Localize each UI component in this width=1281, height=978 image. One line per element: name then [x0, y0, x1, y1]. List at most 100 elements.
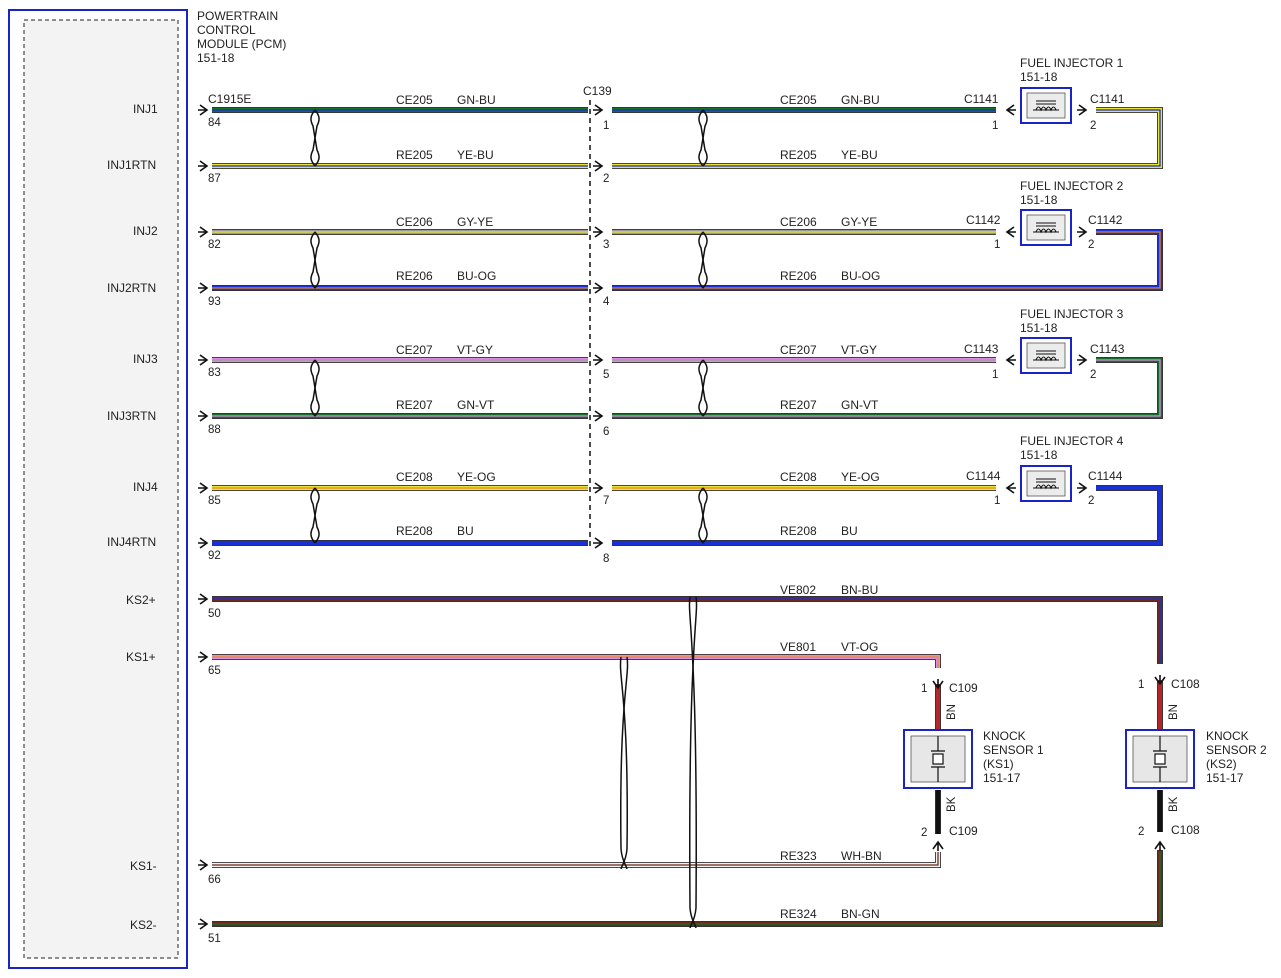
wire-color-label: GN-BU — [841, 93, 880, 107]
pin-name-inj4: INJ4 — [133, 480, 158, 494]
twist-ks1-pair-b — [620, 656, 629, 870]
knock-sensor-2-leads-icon — [1153, 736, 1167, 782]
circuit-id-label: CE206 — [396, 215, 433, 229]
circuit-id-label: RE324 — [780, 907, 817, 921]
wire-ve801-base — [212, 654, 941, 668]
circuit-id-label: CE205 — [396, 93, 433, 107]
ks1-pin-2: 2 — [921, 827, 927, 839]
injector-3-connector-right: C1143 — [1090, 342, 1125, 356]
twist-left-pair-3-b — [310, 359, 320, 417]
pcm-pin-arrow — [198, 410, 209, 422]
wire-color-label: BU-OG — [841, 269, 880, 283]
injector-4-connector-right: C1144 — [1088, 469, 1123, 483]
wire-ve802-stripe — [212, 598, 1161, 664]
left-segment-labels: CE205 GN-BU RE205 YE-BU CE206 GY-YE RE20… — [396, 93, 496, 538]
right-segment-labels: CE205 GN-BU RE205 YE-BU CE206 GY-YE RE20… — [780, 93, 882, 921]
c139-pin-number: 6 — [603, 426, 609, 438]
ks1-ref: 151-17 — [983, 771, 1021, 785]
circuit-id-label: VE801 — [780, 640, 816, 654]
injector-pin-arrow — [1077, 226, 1088, 238]
injector-2-body — [1026, 214, 1066, 241]
wire-re324-base — [212, 850, 1163, 927]
twist-ks1-pair-a — [619, 656, 628, 870]
ks2-title-line-2: SENSOR 2 — [1206, 743, 1267, 757]
knock-sensor-labels: KNOCK SENSOR 1 (KS1) 151-17 C109 C109 1 … — [921, 677, 1267, 839]
circuit-id-label: RE207 — [780, 398, 817, 412]
wire-color-label: BU — [457, 524, 474, 538]
injector-4-pin-2: 2 — [1088, 495, 1094, 507]
injector-4-connector-left: C1144 — [966, 469, 1001, 483]
pcm-pin-number: 82 — [208, 239, 221, 251]
pin-name-ks2-minus: KS2- — [130, 918, 157, 932]
injector-pin-arrow — [1077, 104, 1088, 116]
pcm-pin-arrow — [198, 537, 209, 549]
wire-re207-right-stripe — [612, 359, 1161, 417]
ks2-connector-bottom: C108 — [1171, 823, 1200, 837]
ks1-bottom-arrow — [932, 840, 944, 851]
pcm-pin-number: 84 — [208, 117, 221, 129]
ks1-wire-top-color: BN — [946, 704, 958, 720]
twist-right-pair-4-b — [698, 487, 708, 544]
c139-pin-arrow — [593, 537, 604, 549]
wire-re324-outline — [212, 850, 1163, 927]
ks2-wire-top-color: BN — [1168, 704, 1180, 720]
wire-re323-stripe — [212, 852, 939, 866]
pin-name-ks2-plus: KS2+ — [126, 593, 156, 607]
wire-re207-right-outline — [612, 357, 1163, 419]
wire-color-label: YE-OG — [457, 470, 496, 484]
twist-left-pair-4-b — [310, 487, 320, 544]
wire-re323-base — [212, 852, 941, 868]
pcm-pin-number: 87 — [208, 173, 221, 185]
ks1-wire-bottom-color: BK — [946, 796, 958, 812]
injector-3-body — [1026, 342, 1066, 369]
connector-arrows — [198, 104, 1166, 930]
c139-pin-arrow — [593, 482, 604, 494]
pcm-pin-number: 93 — [208, 296, 221, 308]
ks1-title-line-3: (KS1) — [983, 757, 1014, 771]
circuit-id-label: RE205 — [396, 148, 433, 162]
circuit-id-label: RE208 — [780, 524, 817, 538]
pcm-pin-number: 50 — [208, 608, 221, 620]
circuit-id-label: CE208 — [780, 470, 817, 484]
pin-name-inj3: INJ3 — [133, 352, 158, 366]
injector-1-coil-icon — [1035, 106, 1057, 112]
pin-name-inj1rtn: INJ1RTN — [107, 158, 156, 172]
wire-re206-right-base — [612, 229, 1163, 291]
pin-name-inj2: INJ2 — [133, 224, 158, 238]
injector-2-title: FUEL INJECTOR 2 — [1020, 179, 1124, 193]
ks1-top-arrow — [932, 679, 944, 690]
pcm-pin-names: INJ1 INJ1RTN INJ2 INJ2RTN INJ3 INJ3RTN I… — [107, 102, 158, 932]
injector-2-pin-2: 2 — [1088, 239, 1094, 251]
twist-left-pair-2-b — [310, 231, 320, 289]
circuit-id-label: CE207 — [396, 343, 433, 357]
knock-sensor-1-leads-icon — [931, 736, 945, 782]
injector-4-coil-icon — [1035, 484, 1057, 490]
wire-color-label: BN-GN — [841, 907, 880, 921]
injector-1-body — [1026, 92, 1066, 119]
ks1-pin-1: 1 — [921, 683, 927, 695]
ks2-pin-1: 1 — [1138, 679, 1144, 691]
circuit-id-label: RE323 — [780, 849, 817, 863]
wire-color-label: YE-OG — [841, 470, 880, 484]
twist-right-pair-2-b — [698, 231, 708, 289]
ks1-connector-top: C109 — [949, 681, 978, 695]
ks2-title-line-1: KNOCK — [1206, 729, 1249, 743]
c139-label: C139 — [583, 84, 612, 98]
injector-pin-arrow — [1077, 354, 1088, 366]
injector-4-body — [1026, 470, 1066, 497]
injector-1-pin-2: 2 — [1090, 120, 1096, 132]
c139-pin-arrow — [593, 282, 604, 294]
ks2-top-arrow — [1154, 675, 1166, 686]
component-symbols — [903, 87, 1195, 789]
pcm-pin-arrow — [198, 482, 209, 494]
pcm-title-line-3: MODULE (PCM) — [197, 37, 286, 51]
wire-re208-right-base — [612, 485, 1163, 546]
circuit-id-label: CE208 — [396, 470, 433, 484]
injector-3-pin-2: 2 — [1090, 369, 1096, 381]
ks2-bottom-arrow — [1154, 840, 1166, 851]
wire-color-label: GN-BU — [457, 93, 496, 107]
pcm-pin-number: 83 — [208, 367, 221, 379]
c139-pin-number: 8 — [603, 553, 609, 565]
pcm-inner-area — [23, 19, 179, 959]
pcm-pin-arrow — [198, 160, 209, 172]
